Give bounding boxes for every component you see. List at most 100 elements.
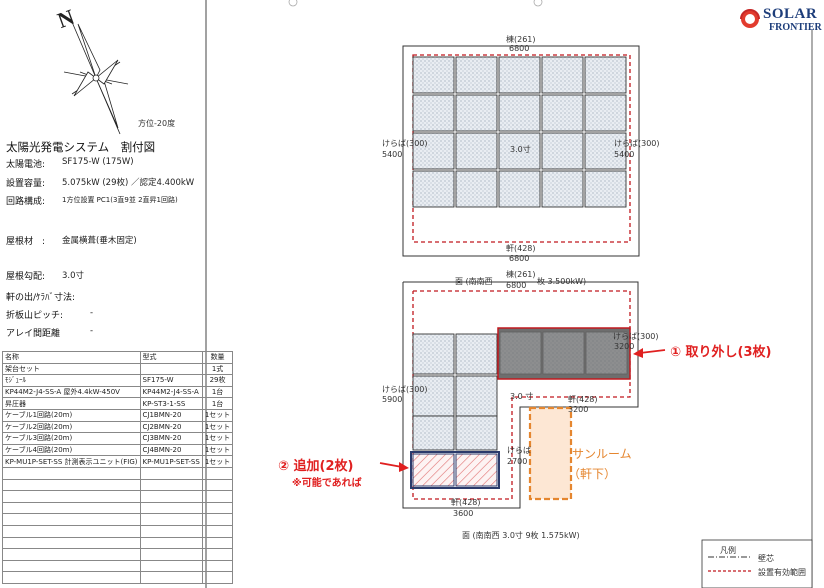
table-cell: KP44M2-J4-SS-A 屋外4.4kW-450V xyxy=(2,385,141,399)
solar-panel xyxy=(455,56,498,94)
table-cell: KP-ST3-1-SS xyxy=(139,397,203,410)
table-cell xyxy=(2,524,141,538)
spec-label: 回路構成: xyxy=(6,197,46,207)
bottom-ridge-length: 6800 xyxy=(506,281,527,290)
solar-panel xyxy=(412,132,455,170)
table-cell xyxy=(201,571,234,584)
table-cell xyxy=(201,524,234,538)
spec-label: 軒の出/ｹﾗﾊﾞ寸法: xyxy=(6,293,76,303)
table-header-row: 名称型式数量 xyxy=(2,351,234,364)
table-cell xyxy=(2,548,141,561)
table-cell xyxy=(139,559,203,573)
table-cell xyxy=(2,501,141,515)
table-cell: 名称 xyxy=(2,351,141,364)
bottom-eave-mid-length: 3200 xyxy=(568,405,589,414)
table-cell: 1セット xyxy=(201,432,234,445)
table-cell xyxy=(139,571,203,584)
table-row xyxy=(2,548,234,561)
spec-value: 金属横葺(垂木固定) xyxy=(62,236,137,246)
top-verge-right-label: けらば(300) xyxy=(614,139,660,148)
table-cell xyxy=(139,513,203,526)
spec-label: 太陽電池: xyxy=(6,160,46,170)
bottom-eave-mid-label: 軒(428) xyxy=(568,395,598,404)
punch-hole xyxy=(288,0,298,7)
solar-panel xyxy=(584,170,627,208)
spec-label: 屋根材 : xyxy=(6,237,46,247)
bottom-face-label: 面 (南南西 3.0寸 9枚 1.575kW) xyxy=(462,531,580,540)
top-ridge-length: 6800 xyxy=(509,44,530,53)
bearing-label: 方位-20度 xyxy=(138,119,176,128)
table-cell: KP-MU1P-SET-SS 計測表示ユニット(FIG) xyxy=(2,455,141,468)
sunroom-area xyxy=(528,406,573,501)
table-cell: ケーブル2回路(20m) xyxy=(2,420,141,434)
add-arrow-icon xyxy=(379,462,409,472)
compass-rose-icon xyxy=(63,21,129,135)
solar-panel xyxy=(412,56,455,94)
bottom-ridge-label: 棟(261) xyxy=(506,270,536,279)
solar-panel xyxy=(412,415,455,451)
table-cell xyxy=(139,362,203,376)
solar-panel xyxy=(455,132,498,170)
spec-label: 折板山ピッチ: xyxy=(6,311,64,321)
solar-panel xyxy=(498,170,541,208)
solar-panel xyxy=(412,170,455,208)
solar-panel xyxy=(455,415,498,451)
table-cell xyxy=(201,490,234,503)
table-cell: 1セット xyxy=(201,455,234,468)
table-row xyxy=(2,478,234,492)
table-cell: SF175-W xyxy=(139,374,203,387)
bottom-verge-inner-length: 2700 xyxy=(507,457,528,466)
legend-title: 凡例 xyxy=(720,546,736,555)
top-verge-left-length: 5400 xyxy=(382,150,403,159)
bottom-verge-left-label: けらば(300) xyxy=(382,385,428,394)
table-cell: 架台セット xyxy=(2,362,141,376)
table-cell: 昇圧器 xyxy=(2,397,141,410)
bottom-verge-right-label: けらば(300) xyxy=(613,332,659,341)
solar-panel xyxy=(584,94,627,132)
top-roof-panel-grid xyxy=(412,56,627,208)
solar-panel xyxy=(455,170,498,208)
table-cell xyxy=(2,513,141,526)
added-panels xyxy=(410,451,500,489)
top-verge-right-length: 5400 xyxy=(614,150,635,159)
table-cell: KP-MU1P-SET-SS xyxy=(139,455,203,468)
spec-value: 1方位設置 PC1(3直9並 2直昇1回路) xyxy=(62,196,178,204)
solar-panel xyxy=(498,56,541,94)
bottom-roof-drawing xyxy=(402,281,639,509)
table-cell xyxy=(201,501,234,515)
solar-panel xyxy=(498,132,541,170)
bottom-verge-left-length: 5900 xyxy=(382,395,403,404)
table-cell: 1セット xyxy=(201,443,234,457)
solar-panel xyxy=(455,375,498,417)
spec-value: 5.075kW (29枚) ／認定4.400kW xyxy=(62,178,195,188)
table-cell xyxy=(139,536,203,550)
table-cell: ケーブル4回路(20m) xyxy=(2,443,141,457)
spec-label: アレイ間距離 xyxy=(6,329,61,339)
table-cell: 1台 xyxy=(201,397,234,410)
logo-line1: SOLAR xyxy=(763,6,818,22)
spec-label: 屋根勾配: xyxy=(6,272,46,282)
top-eave-label: 軒(428) xyxy=(506,244,536,253)
table-cell: 1式 xyxy=(201,362,234,376)
table-cell xyxy=(139,478,203,492)
sunroom-label: サンルーム xyxy=(572,447,632,461)
logo-line2: FRONTIER xyxy=(769,22,822,33)
legend-box xyxy=(701,539,813,588)
solar-panel xyxy=(412,94,455,132)
legend-area: 設置有効範囲 xyxy=(758,568,806,577)
spec-label: 設置容量: xyxy=(6,179,46,189)
top-ridge-label: 棟(261) xyxy=(506,35,536,44)
table-cell xyxy=(139,466,203,480)
table-cell: CJ3BMN-20 xyxy=(139,432,203,445)
table-cell: 数量 xyxy=(201,351,234,364)
add-callout: ② 追加(2枚) xyxy=(278,459,354,474)
table-row xyxy=(2,501,234,515)
add-note: ※可能であれば xyxy=(292,478,362,489)
top-verge-left-label: けらば(300) xyxy=(382,139,428,148)
table-row xyxy=(2,513,234,526)
bottom-eave-label: 軒(428) xyxy=(451,498,481,507)
table-row: 架台セット 1式 xyxy=(2,362,234,376)
